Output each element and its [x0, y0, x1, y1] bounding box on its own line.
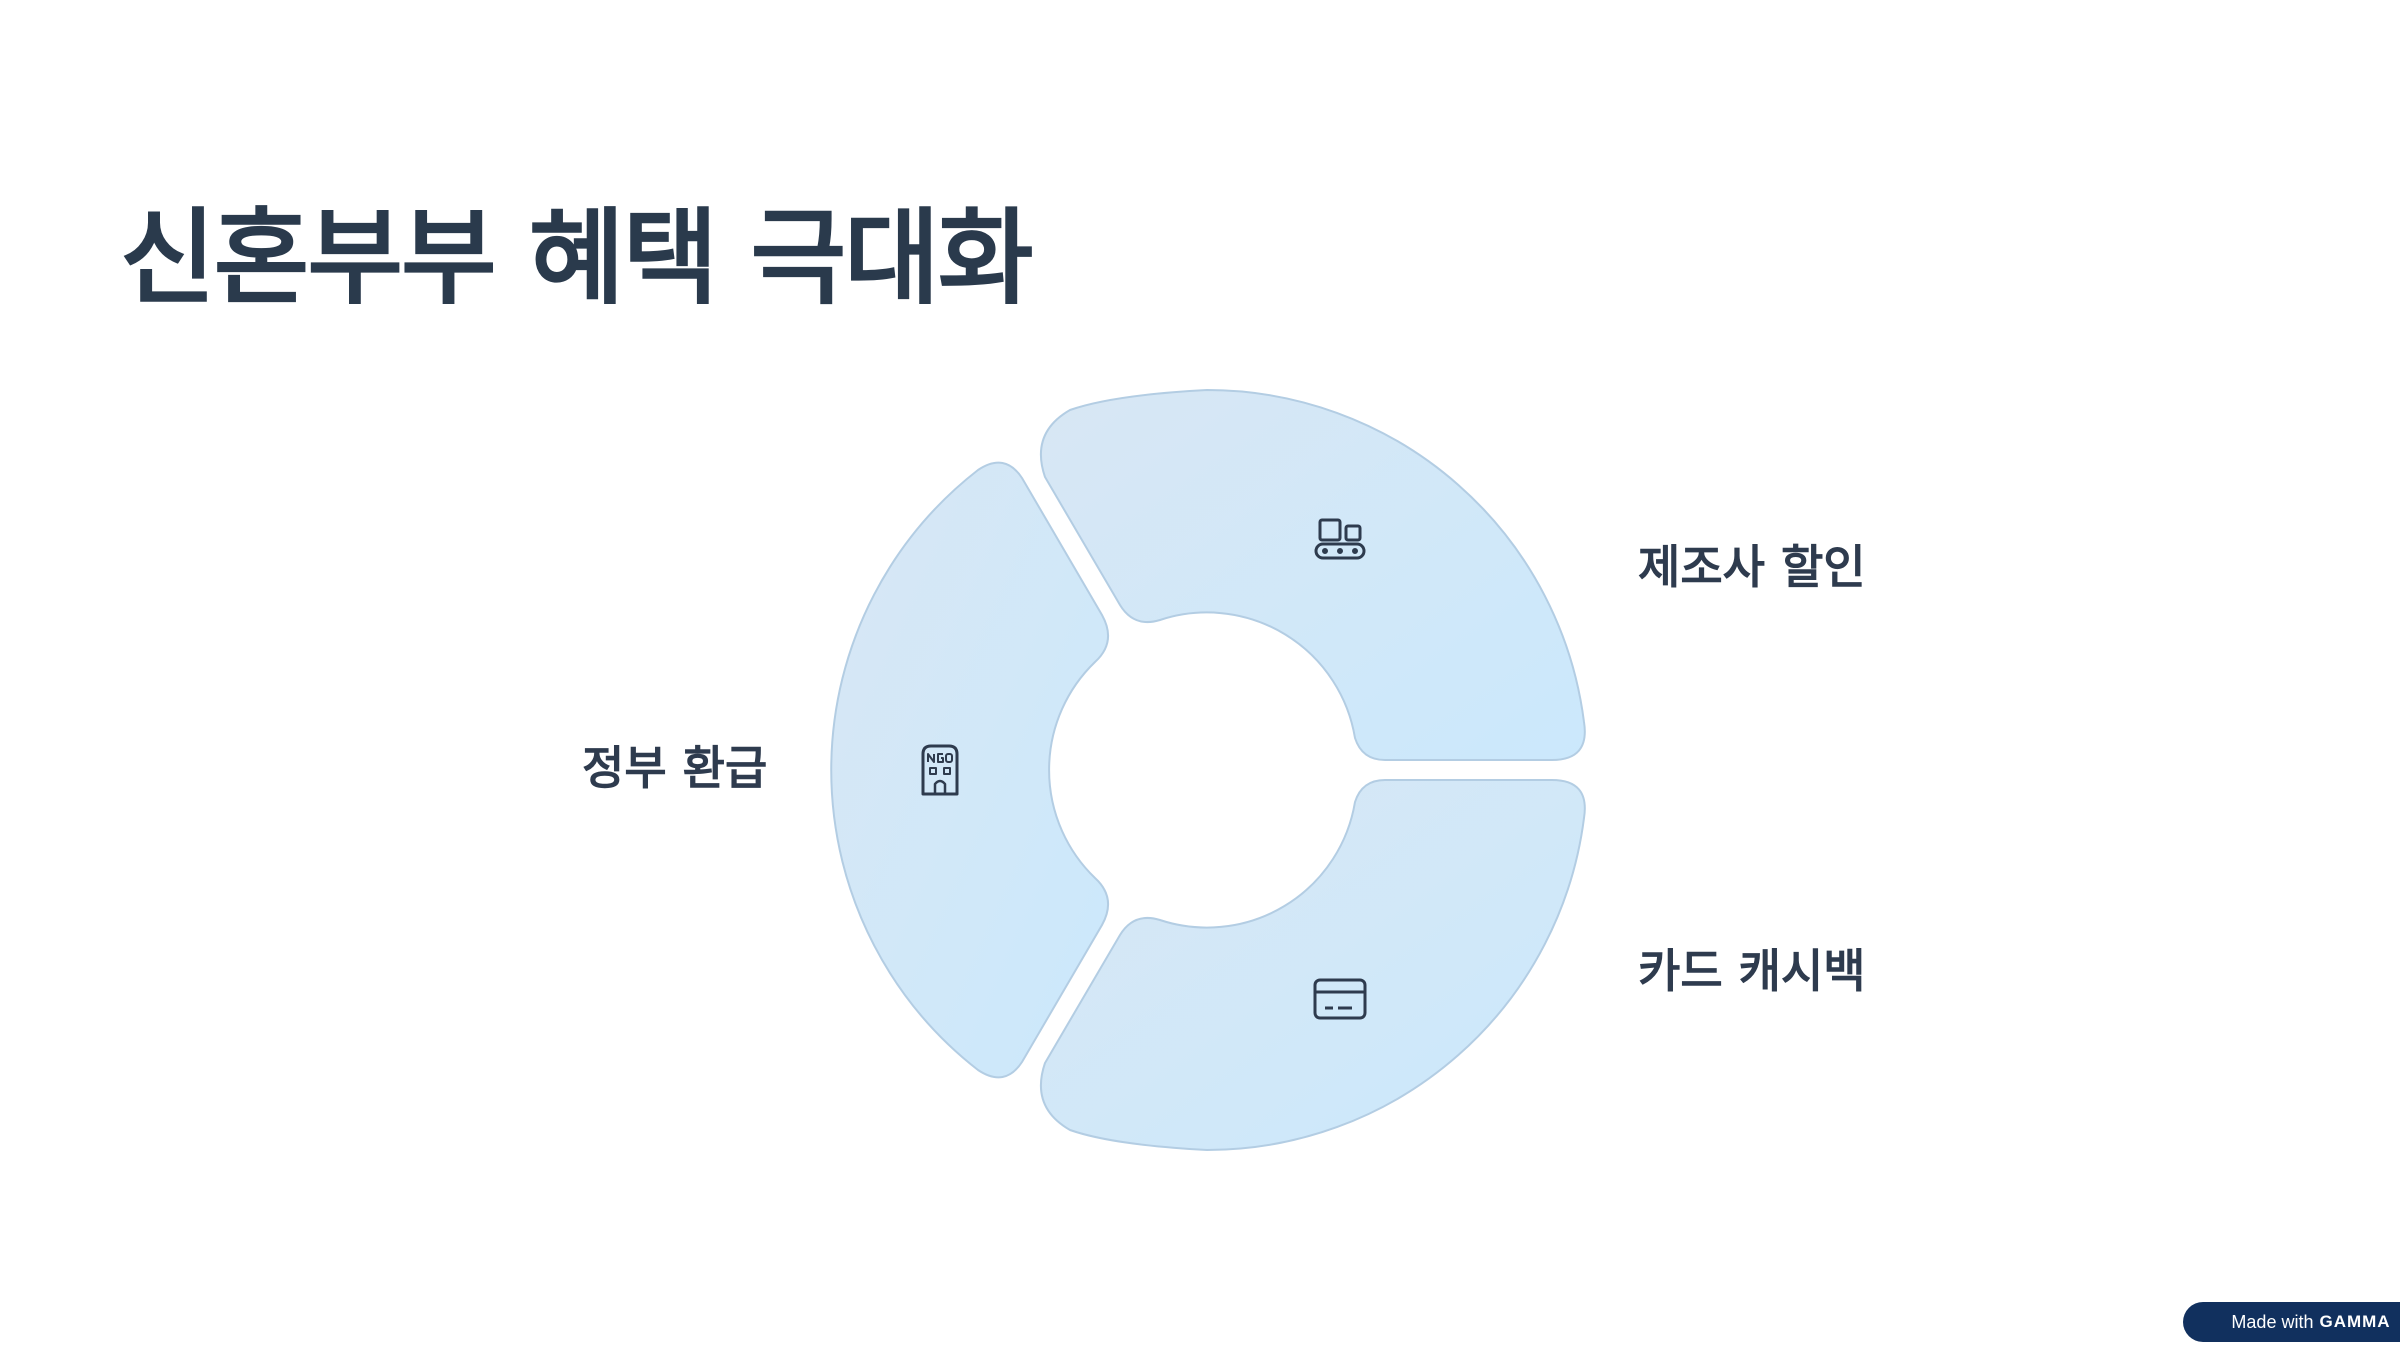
page-title: 신혼부부 혜택 극대화 [120, 197, 1034, 319]
badge-prefix: Made with [2231, 1311, 2314, 1332]
ngo-building-icon [921, 744, 959, 796]
segment-label-manufacturer-discount: 제조사 할인 [1638, 540, 1866, 594]
segment-card-cashback [1039, 779, 1586, 1152]
segment-government-refund [830, 461, 1110, 1079]
credit-card-icon [1313, 978, 1367, 1020]
segment-manufacturer-discount [1039, 388, 1586, 761]
segment-label-government-refund: 정부 환급 [582, 741, 768, 795]
made-with-gamma-badge[interactable]: Made with GAMMA [2183, 1302, 2400, 1342]
segment-label-card-cashback: 카드 캐시백 [1638, 944, 1866, 998]
conveyor-belt-icon [1314, 518, 1366, 560]
gamma-logo: GAMMA [2319, 1312, 2391, 1331]
